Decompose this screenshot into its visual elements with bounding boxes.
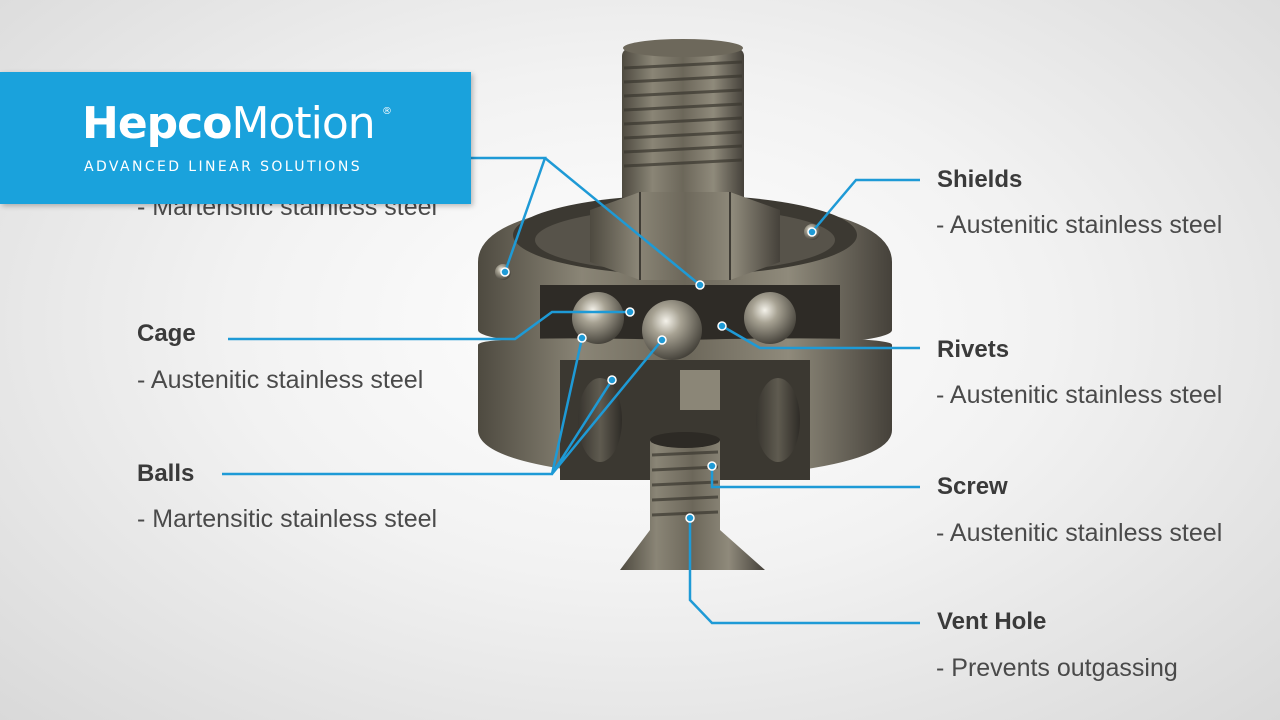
leader-balls bbox=[222, 337, 663, 476]
cage-desc: - Austenitic stainless steel bbox=[137, 366, 424, 394]
leader-hidden bbox=[470, 156, 701, 286]
rivets-desc: - Austenitic stainless steel bbox=[936, 381, 1223, 409]
shields-title: Shields bbox=[937, 166, 1023, 193]
countersunk-screw bbox=[620, 440, 765, 570]
logo-tagline: ADVANCED LINEAR SOLUTIONS bbox=[84, 159, 363, 175]
vent-hole-desc: - Prevents outgassing bbox=[936, 654, 1178, 682]
screw-title: Screw bbox=[937, 473, 1008, 500]
leader-screw bbox=[710, 466, 920, 489]
logo-banner bbox=[0, 72, 471, 204]
logo-name-regular: Motion bbox=[231, 98, 375, 149]
shields-desc: - Austenitic stainless steel bbox=[936, 211, 1223, 239]
leader-shields bbox=[811, 178, 920, 233]
rivets-title: Rivets bbox=[937, 336, 1010, 363]
bearing-illustration bbox=[478, 39, 892, 570]
leader-vent bbox=[688, 518, 920, 625]
logo-name-bold: Hepco bbox=[82, 98, 232, 149]
leader-cage bbox=[228, 310, 630, 341]
cage-title: Cage bbox=[137, 320, 196, 347]
screw-desc: - Austenitic stainless steel bbox=[936, 519, 1223, 547]
ball-2 bbox=[642, 300, 702, 360]
ball-1 bbox=[572, 292, 624, 344]
leader-lines bbox=[222, 156, 920, 625]
hepcomotion-logo: HepcoMotion bbox=[82, 102, 376, 146]
balls-desc: - Martensitic stainless steel bbox=[137, 505, 438, 533]
balls-title: Balls bbox=[137, 460, 195, 487]
registered-mark: ® bbox=[382, 106, 392, 117]
ball-3 bbox=[744, 292, 796, 344]
hex-nut bbox=[590, 192, 780, 280]
vent-hole-title: Vent Hole bbox=[937, 608, 1047, 635]
leader-rivets bbox=[721, 324, 920, 350]
